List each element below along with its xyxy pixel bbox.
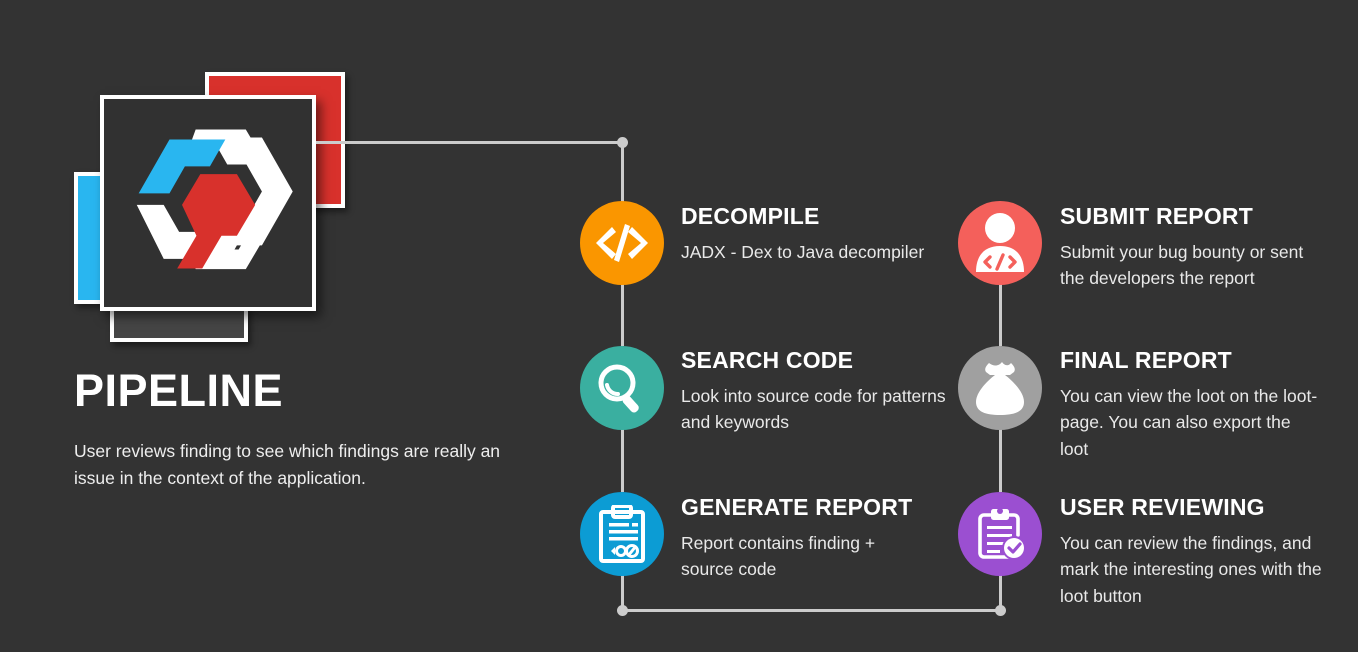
money-bag-icon — [976, 362, 1024, 415]
step-search-code-bubble[interactable] — [580, 346, 664, 430]
step-user-reviewing-title: USER REVIEWING — [1060, 494, 1265, 520]
connector-bottom-horizontal — [621, 609, 1002, 612]
clipboard-check-icon — [978, 508, 1026, 560]
step-submit-report-bubble[interactable] — [958, 201, 1042, 285]
step-user-reviewing-bubble[interactable] — [958, 492, 1042, 576]
step-submit-report-title: SUBMIT REPORT — [1060, 203, 1253, 229]
code-brackets-icon — [596, 224, 648, 262]
connector-top-horizontal — [316, 141, 623, 144]
step-generate-report-description: Report contains finding + source code — [681, 533, 876, 580]
step-final-report-bubble[interactable] — [958, 346, 1042, 430]
page-title: PIPELINE — [74, 365, 284, 416]
step-decompile-bubble[interactable] — [580, 201, 664, 285]
connector-left-v2 — [621, 280, 624, 346]
connector-right-v3 — [999, 280, 1002, 346]
connector-left-v3 — [621, 426, 624, 492]
step-final-report-description: You can view the loot on the loot-page. … — [1060, 386, 1318, 459]
step-decompile-description: JADX - Dex to Java decompiler — [681, 242, 925, 262]
connector-left-v1 — [621, 141, 624, 203]
pipeline-hexagon-logo — [136, 129, 293, 270]
step-generate-report-title: GENERATE REPORT — [681, 494, 913, 520]
magnifier-icon — [598, 364, 639, 413]
page-description: User reviews finding to see which findin… — [74, 441, 501, 488]
step-user-reviewing-description: You can review the findings, and mark th… — [1060, 533, 1322, 606]
step-submit-report-description: Submit your bug bounty or sent the devel… — [1060, 242, 1304, 289]
clipboard-code-icon — [599, 505, 645, 563]
connector-right-v1 — [999, 572, 1002, 611]
connector-left-v4 — [621, 572, 624, 611]
connector-dot-bottom-left — [617, 605, 628, 616]
step-decompile-title: DECOMPILE — [681, 203, 820, 229]
logo-card-main — [100, 95, 316, 311]
step-final-report-title: FINAL REPORT — [1060, 347, 1232, 373]
step-generate-report-bubble[interactable] — [580, 492, 664, 576]
step-search-code-description: Look into source code for patterns and k… — [681, 386, 946, 433]
step-search-code-title: SEARCH CODE — [681, 347, 854, 373]
person-code-icon — [976, 213, 1024, 272]
connector-right-v2 — [999, 426, 1002, 492]
logo-card-gray — [110, 306, 248, 342]
